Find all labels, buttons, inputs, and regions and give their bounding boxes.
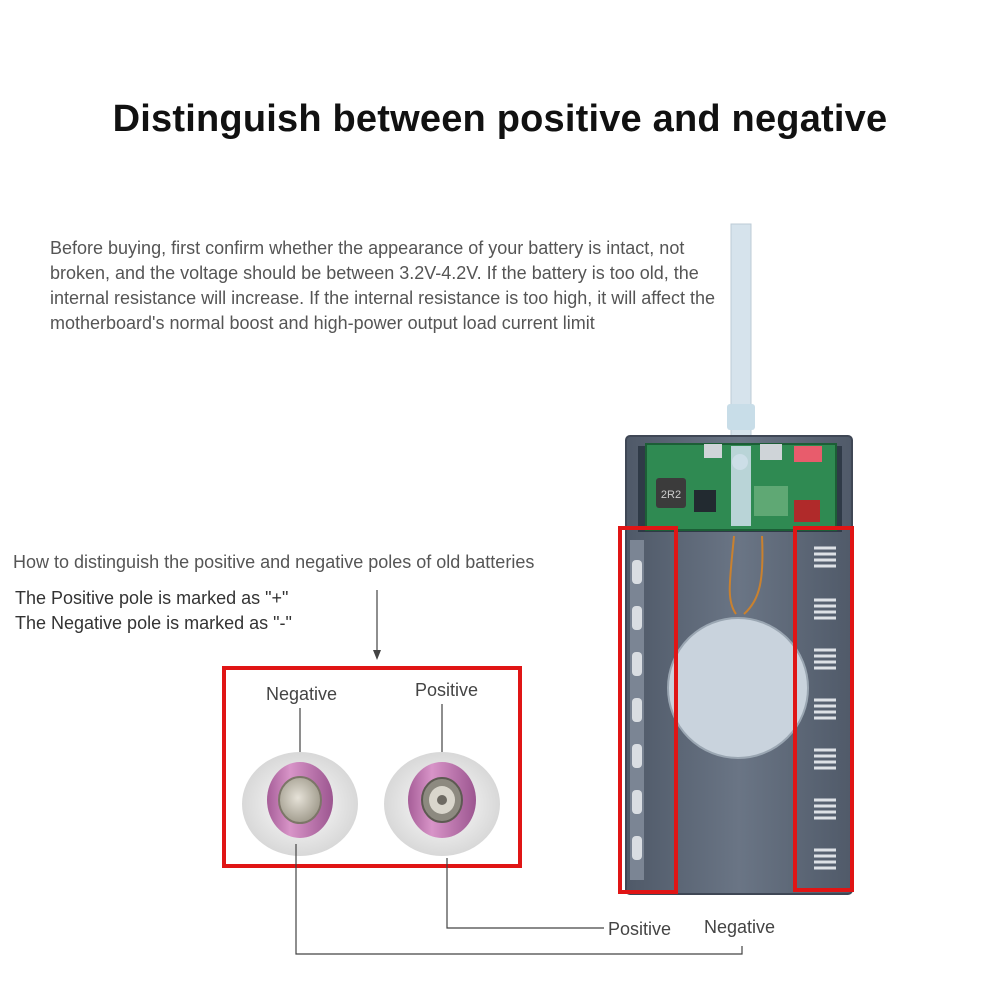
page-title: Distinguish between positive and negativ… (112, 98, 888, 140)
down-arrow-icon (373, 650, 381, 660)
left-highlight-box (618, 526, 678, 894)
ribbon-overlay (731, 446, 751, 526)
pole-rules: The Positive pole is marked as "+" The N… (15, 586, 292, 636)
right-highlight-box (793, 526, 854, 892)
ribbon-strap (727, 223, 755, 445)
inductor-marking: 2R2 (661, 489, 681, 501)
positive-rule: The Positive pole is marked as "+" (15, 588, 289, 608)
inset-negative-label: Negative (266, 684, 338, 704)
description-text: Before buying, first confirm whether the… (50, 238, 715, 333)
charging-coil (667, 617, 809, 759)
negative-rule: The Negative pole is marked as "-" (15, 613, 292, 633)
bottom-positive-label: Positive (608, 919, 672, 939)
negative-battery (242, 752, 358, 856)
howto-heading: How to distinguish the positive and nega… (13, 552, 535, 572)
right-springs (814, 546, 836, 870)
left-contacts (630, 540, 644, 880)
coil-leads (728, 535, 764, 615)
inset-positive-label: Positive (415, 680, 479, 700)
connector-lines (295, 590, 743, 955)
bottom-negative-label: Negative (704, 917, 776, 937)
positive-battery (384, 752, 500, 856)
